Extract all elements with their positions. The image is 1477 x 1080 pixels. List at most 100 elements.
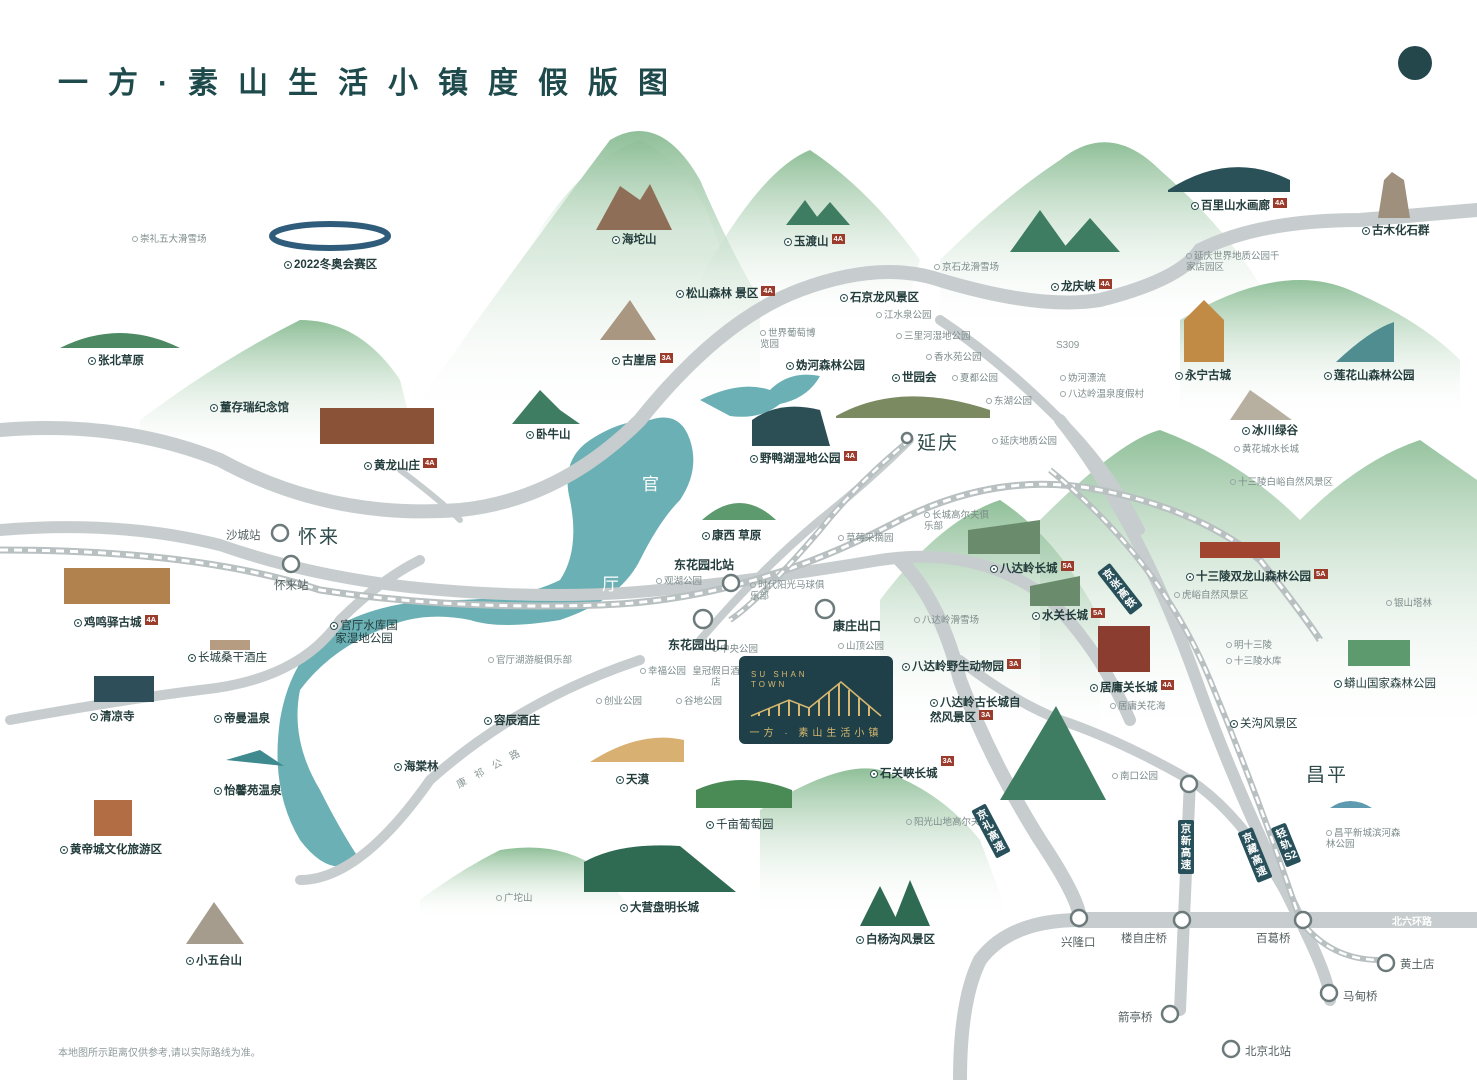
poi-mangshan[interactable]: 蟒山国家森林公园 xyxy=(1334,678,1436,691)
minor-poi[interactable]: 江水泉公园 xyxy=(876,310,932,321)
poi-guangou[interactable]: 关沟风景区 xyxy=(1230,718,1298,731)
exit-kangzhuang[interactable]: 康庄出口 xyxy=(833,619,882,633)
minor-poi[interactable]: 幸福公园 xyxy=(640,666,686,677)
station-baige[interactable]: 百葛桥 xyxy=(1256,933,1291,945)
poi-huangdi[interactable]: 黄帝城文化旅游区 xyxy=(60,844,162,857)
poi-shijinglong[interactable]: 石京龙风景区 xyxy=(840,292,919,305)
minor-poi[interactable]: 崇礼五大滑雪场 xyxy=(132,234,207,245)
city-yanqing[interactable]: 延庆 xyxy=(917,433,960,454)
minor-poi[interactable]: 山顶公园 xyxy=(838,641,884,652)
station-madian[interactable]: 马甸桥 xyxy=(1343,991,1378,1003)
poi-baiyanggou[interactable]: 白杨沟风景区 xyxy=(856,934,935,947)
station-louzizhuang[interactable]: 楼自庄桥 xyxy=(1121,933,1167,945)
poi-lianhua[interactable]: 莲花山森林公园 xyxy=(1324,370,1415,383)
poi-olympic[interactable]: 2022冬奥会赛区 xyxy=(284,259,377,272)
poi-guanting[interactable]: 官厅水库国家湿地公园 xyxy=(328,620,400,646)
poi-marker-icon xyxy=(1186,573,1194,581)
poi-diman[interactable]: 帝曼温泉 xyxy=(214,713,270,726)
minor-poi[interactable]: 草莓采摘园 xyxy=(838,533,894,544)
minor-poi[interactable]: 中央公园 xyxy=(712,644,758,655)
poi-marker-icon xyxy=(394,763,402,771)
minor-poi[interactable]: 明十三陵 xyxy=(1226,640,1272,651)
station-donghuayuan-north[interactable]: 东花园北站 xyxy=(674,558,735,572)
poi-changcheng-sanggan[interactable]: 长城桑干酒庄 xyxy=(188,652,267,665)
road-jingxin[interactable]: 京新高速 xyxy=(1178,820,1194,874)
minor-poi[interactable]: 妫河漂流 xyxy=(1060,373,1106,384)
minor-poi[interactable]: 谷地公园 xyxy=(676,696,722,707)
poi-haitang[interactable]: 海棠林 xyxy=(394,761,439,774)
minor-poi[interactable]: 十三陵白峪自然风景区 xyxy=(1230,477,1333,488)
minor-marker-icon xyxy=(876,312,882,318)
poi-yongning[interactable]: 永宁古城 xyxy=(1175,370,1231,383)
minor-poi[interactable]: 官厅湖游艇俱乐部 xyxy=(488,655,572,666)
station-beijing-north[interactable]: 北京北站 xyxy=(1245,1046,1291,1058)
minor-poi[interactable]: 居庸关花海 xyxy=(1110,701,1166,712)
station-xinglongkou[interactable]: 兴隆口 xyxy=(1061,937,1096,949)
city-changping[interactable]: 昌平 xyxy=(1306,765,1349,786)
minor-poi[interactable]: 京石龙滑雪场 xyxy=(934,262,999,273)
minor-poi[interactable]: 广坨山 xyxy=(496,893,533,904)
poi-woniu[interactable]: 卧牛山 xyxy=(526,429,571,442)
poi-rongchen[interactable]: 容辰酒庄 xyxy=(484,715,540,728)
poi-shiguanxia[interactable]: 石关峡长城3A xyxy=(870,756,955,781)
minor-poi[interactable]: 时代阳光马球俱乐部 xyxy=(750,580,825,602)
exit-donghuayuan[interactable]: 东花园出口 xyxy=(668,638,729,652)
minor-poi[interactable]: 十三陵水库 xyxy=(1226,656,1282,667)
station-jianting[interactable]: 箭亭桥 xyxy=(1118,1012,1153,1024)
poi-shiyuan[interactable]: 世园会 xyxy=(892,372,937,385)
city-huailai[interactable]: 怀来 xyxy=(298,527,341,548)
poi-guihe[interactable]: 妫河森林公园 xyxy=(786,360,865,373)
station-huailai[interactable]: 怀来站 xyxy=(274,580,309,592)
poi-haituo[interactable]: 海坨山 xyxy=(612,234,657,247)
minor-poi[interactable]: 观湖公园 xyxy=(656,576,702,587)
poi-xiaowutai[interactable]: 小五台山 xyxy=(186,955,242,968)
minor-poi[interactable]: 八达岭温泉度假村 xyxy=(1060,389,1144,400)
minor-poi[interactable]: 八达岭滑雪场 xyxy=(914,615,979,626)
poi-daying[interactable]: 大营盘明长城 xyxy=(620,902,699,915)
poi-bingchuan[interactable]: 冰川绿谷 xyxy=(1242,425,1298,438)
minor-poi[interactable]: 黄花城水长城 xyxy=(1234,444,1299,455)
minor-poi[interactable]: 香水苑公园 xyxy=(926,352,982,363)
minor-poi[interactable]: 东湖公园 xyxy=(986,396,1032,407)
minor-poi[interactable]: 虎峪自然风景区 xyxy=(1174,590,1249,601)
minor-poi[interactable]: 延庆世界地质公园千家店园区 xyxy=(1186,251,1280,273)
poi-qingliang[interactable]: 清凉寺 xyxy=(90,711,135,724)
minor-poi[interactable]: 昌平新城滨河森林公园 xyxy=(1326,828,1401,850)
minor-poi[interactable]: 皇冠假日酒店 xyxy=(692,666,740,688)
minor-poi[interactable]: 三里河湿地公园 xyxy=(896,331,971,342)
minor-marker-icon xyxy=(838,535,844,541)
poi-kangxi[interactable]: 康西 草原 xyxy=(702,530,761,543)
minor-poi[interactable]: 夏都公园 xyxy=(952,373,998,384)
sushan-town-card[interactable]: SU SHAN TOWN 一方 · 素山生活小镇 xyxy=(739,656,893,744)
minor-poi[interactable]: 长城高尔夫俱乐部 xyxy=(924,510,990,532)
poi-gumuhua[interactable]: 古木化石群 xyxy=(1362,225,1430,238)
poi-qianmu[interactable]: 千亩葡萄园 xyxy=(706,819,774,832)
road-label-s309: S309 xyxy=(1056,340,1080,351)
minor-poi[interactable]: 银山塔林 xyxy=(1386,598,1432,609)
station-shacheng[interactable]: 沙城站 xyxy=(226,530,261,542)
minor-poi[interactable]: 世界葡萄博览园 xyxy=(760,328,816,350)
poi-yixinyuan[interactable]: 怡馨苑温泉 xyxy=(214,785,282,798)
poi-dongcunrui[interactable]: 董存瑞纪念馆 xyxy=(210,402,289,415)
poi-tianmo[interactable]: 天漠 xyxy=(616,774,649,787)
minor-poi[interactable]: 阳光山地高尔夫 xyxy=(906,817,981,828)
minor-poi[interactable]: 延庆地质公园 xyxy=(992,436,1057,447)
minor-poi[interactable]: 创业公园 xyxy=(596,696,642,707)
poi-zhangbei[interactable]: 张北草原 xyxy=(88,355,144,368)
station-huangtudian[interactable]: 黄土店 xyxy=(1400,959,1435,971)
minor-poi[interactable]: 南口公园 xyxy=(1112,771,1158,782)
